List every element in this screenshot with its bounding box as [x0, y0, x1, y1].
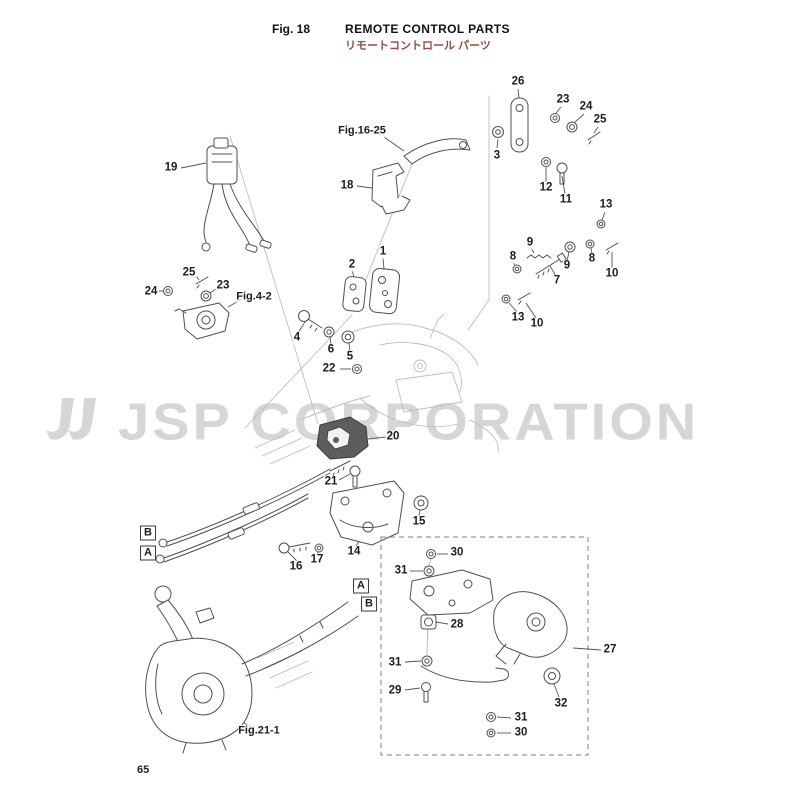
parts-1-2-switch-plates — [342, 257, 401, 315]
control-cables-upper — [155, 460, 351, 564]
parts-23-24-25-fasteners-top — [550, 106, 601, 145]
part-21-bolt — [338, 465, 361, 488]
part-15-bushing — [413, 495, 429, 517]
part-22-grommet — [340, 364, 362, 374]
parts-7-8-9-10-13-link-fasteners — [501, 239, 619, 319]
page-title: REMOTE CONTROL PARTS — [345, 22, 510, 36]
part-20-cable-bracket — [316, 416, 387, 460]
part-13-washer-upper — [596, 211, 606, 229]
page-number: 65 — [137, 764, 150, 776]
parts-4-5-6-bolt-bushings — [297, 310, 355, 353]
fig-16-25-bracket-arm — [383, 136, 471, 165]
engine-outline — [254, 313, 499, 465]
part-18-bracket — [356, 162, 411, 215]
part-19-ignition-switch — [180, 137, 272, 253]
parts-16-17-bolt-washer — [278, 542, 324, 562]
part-3-bolt — [492, 126, 504, 149]
part-14-mount-bracket — [329, 480, 405, 547]
remote-control-box-fig-21-1 — [145, 585, 359, 754]
linkage-assembly-box — [380, 536, 602, 756]
parts-23-24-25-neutral-switch — [159, 275, 243, 340]
figure-number: Fig. 18 — [272, 22, 311, 36]
page-subtitle-japanese: リモートコントロール パーツ — [345, 40, 491, 52]
part-26-link-plate — [510, 88, 529, 153]
parts-12-11-washer-bolt — [541, 157, 568, 195]
